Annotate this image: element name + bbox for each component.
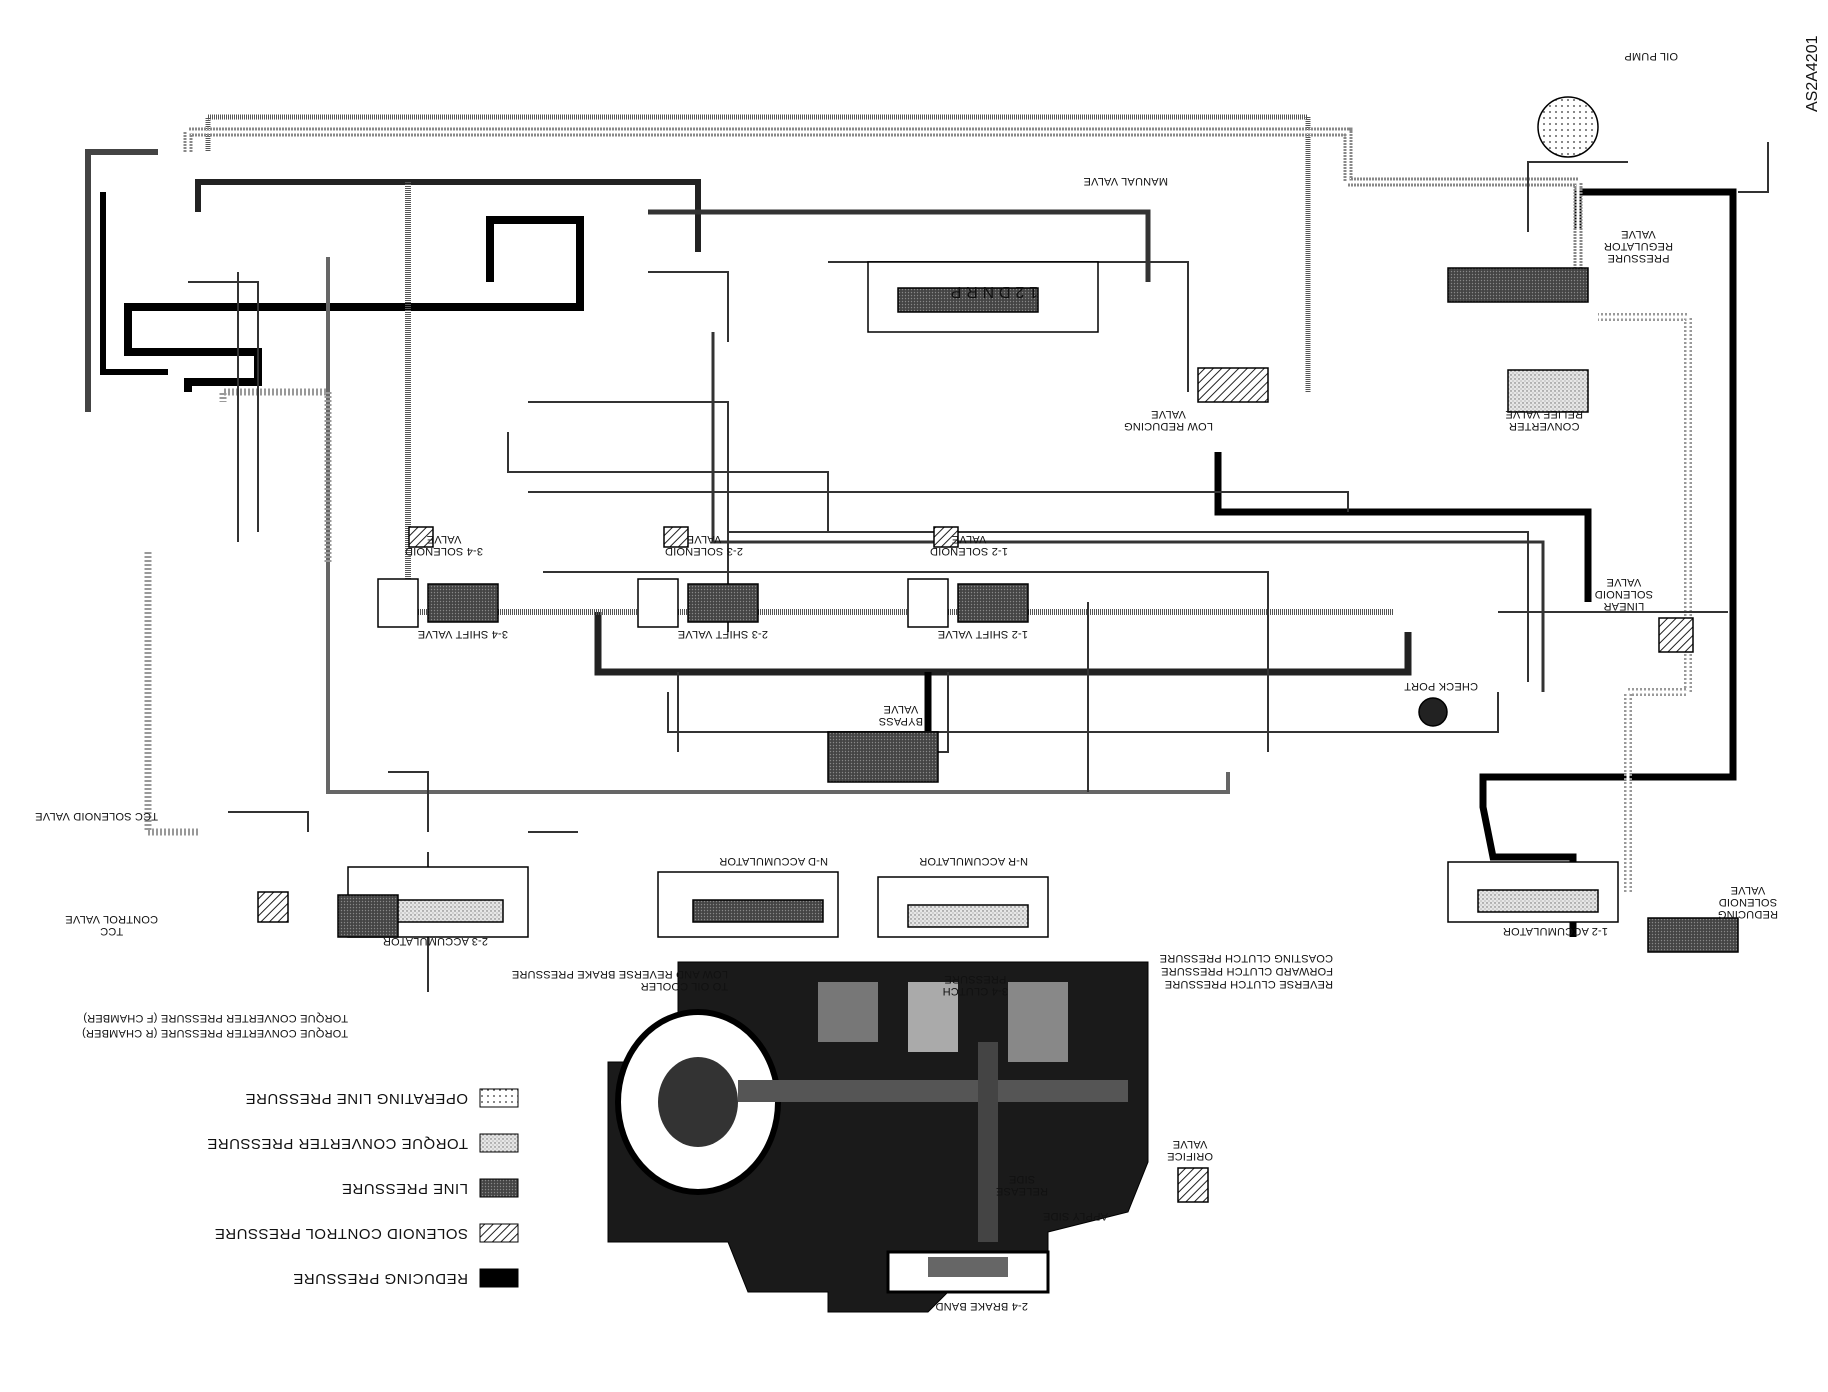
legend-swatch-reducing — [479, 1268, 519, 1288]
label-tc-r: TORQUE CONVERTER PRESSURE (R CHAMBER) — [81, 1027, 348, 1039]
valve-pressure-regulator — [1447, 267, 1589, 303]
valve-orifice — [1177, 1167, 1209, 1203]
legend-swatch-line — [479, 1178, 519, 1198]
label-coasting: COASTING CLUTCH PRESSURE — [1159, 952, 1334, 964]
label-sol-23: 2-3 SOLENOID VALVE — [664, 533, 743, 557]
label-apply: APPLY SIDE — [1042, 1210, 1108, 1222]
label-nd-acc: N-D ACCUMULATOR — [719, 855, 828, 867]
valve-reducing-solenoid — [1647, 917, 1739, 953]
valve-34-shift — [427, 583, 499, 623]
label-release: RELEASE SIDE — [995, 1173, 1048, 1197]
valve-tcc-control — [337, 894, 399, 938]
label-linear-solenoid: LINEAR SOLENOID VALVE — [1594, 576, 1653, 612]
legend-label-reducing: REDUCING PRESSURE — [292, 1270, 468, 1287]
transaxle-section — [607, 961, 1149, 1313]
label-nr-acc: N-R ACCUMULATOR — [919, 855, 1028, 867]
legend-label-operating: OPERATING LINE PRESSURE — [245, 1090, 468, 1107]
solenoid-34 — [408, 526, 434, 548]
label-tcc-control: TCC CONTROL VALVE — [65, 913, 158, 937]
valve-low-reducing — [1197, 367, 1269, 403]
label-shift-34: 3-4 SHIFT VALVE — [417, 628, 508, 640]
solenoid-23 — [663, 526, 689, 548]
label-orifice: ORIFICE VALVE — [1166, 1138, 1213, 1162]
legend-label-torque: TORQUE CONVERTER PRESSURE — [206, 1135, 468, 1152]
label-shift-23: 2-3 SHIFT VALVE — [677, 628, 768, 640]
legend-swatch-torque — [479, 1133, 519, 1153]
label-tcc-solenoid: TCC SOLENOID VALVE — [35, 810, 158, 822]
legend — [479, 1088, 519, 1288]
legend-label-solenoid: SOLENOID CONTROL PRESSURE — [214, 1225, 468, 1242]
valve-bypass — [827, 731, 939, 783]
oil-pump — [1537, 96, 1599, 158]
label-oil-pump: OIL PUMP — [1624, 50, 1678, 62]
label-low-reducing: LOW REDUCING VALVE — [1123, 408, 1213, 432]
label-manual-valve: MANUAL VALVE — [1083, 175, 1168, 187]
label-acc-23: 2-3 ACCUMULATOR — [382, 935, 488, 947]
label-tc-f: TORQUE CONVERTER PRESSURE (F CHAMBER) — [83, 1012, 348, 1024]
label-forward: FORWARD CLUTCH PRESSURE — [1160, 965, 1333, 977]
valve-12-shift — [957, 583, 1029, 623]
label-bypass: BYPASS VALVE — [878, 703, 923, 727]
label-pressure-regulator: PRESSURE REGULATOR VALVE — [1603, 228, 1673, 264]
legend-swatch-solenoid — [479, 1223, 519, 1243]
label-reverse: REVERSE CLUTCH PRESSURE — [1164, 978, 1333, 990]
legend-label-line: LINE PRESSURE — [341, 1180, 468, 1197]
label-reducing-solenoid: REDUCING SOLENOID VALVE — [1717, 884, 1778, 920]
label-low-reverse: LOW AND REVERSE BRAKE PRESSURE — [511, 968, 728, 980]
label-clutch-34: 3-4 CLUTCH PRESSURE — [942, 973, 1008, 997]
solenoid-12 — [933, 526, 959, 548]
valves — [257, 96, 1739, 1203]
label-converter-relief: CONVERTER RELIEF VALVE — [1505, 408, 1583, 432]
legend-swatch-operating — [479, 1088, 519, 1108]
label-brake-band: 2-4 BRAKE BAND — [935, 1300, 1028, 1312]
label-shift-12: 1-2 SHIFT VALVE — [937, 628, 1028, 640]
valve-converter-relief — [1507, 369, 1589, 413]
label-sol-12: 1-2 SOLENOID VALVE — [929, 533, 1008, 557]
label-manual-positions: 1 2 D N R P — [950, 283, 1038, 300]
valve-linear-solenoid — [1658, 617, 1694, 653]
label-oil-cooler: TO OIL COOLER — [640, 980, 728, 992]
valve-23-shift — [687, 583, 759, 623]
valve-tcc-solenoid — [257, 891, 289, 923]
label-sol-34: 3-4 SOLENOID VALVE — [404, 533, 483, 557]
label-acc-12: 1-2 ACCUMULATOR — [1502, 925, 1608, 937]
label-check-port: CHECK PORT — [1404, 680, 1478, 692]
check-port — [1418, 697, 1448, 727]
